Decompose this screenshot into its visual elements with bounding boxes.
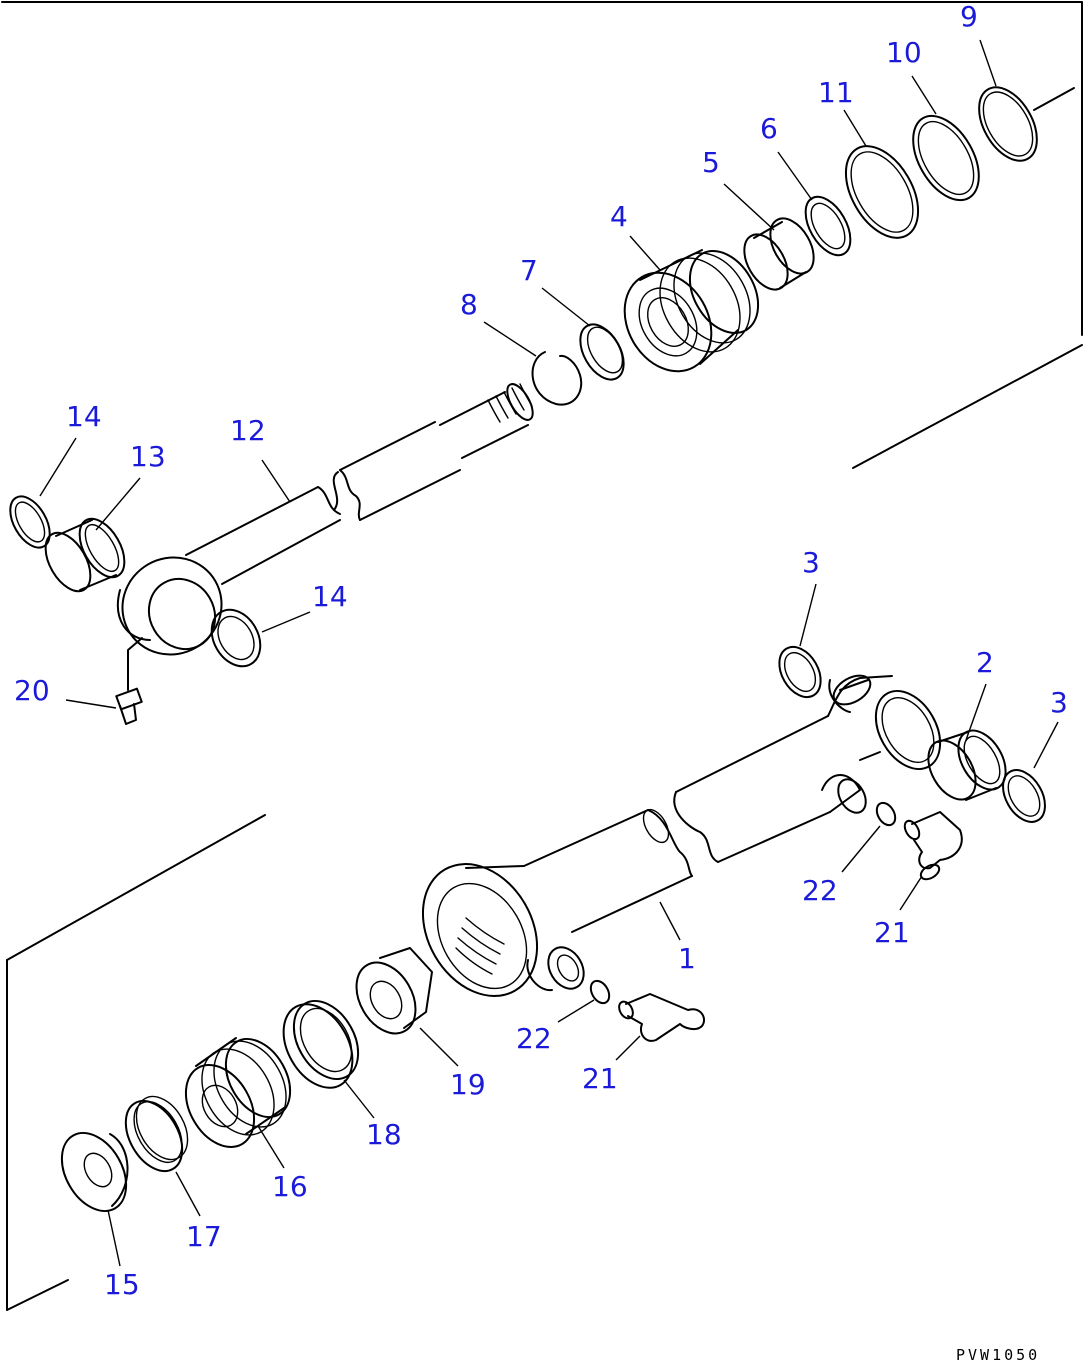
part-22-oring-upper — [875, 801, 897, 827]
callout-11: 11 — [818, 76, 854, 109]
callout-21-lower: 21 — [582, 1062, 618, 1095]
part-8-snap-ring — [531, 351, 583, 406]
part-11-ring — [844, 145, 920, 239]
callout-3-upper: 3 — [802, 546, 820, 579]
part-2-bushing — [927, 729, 1007, 801]
callout-8: 8 — [460, 288, 478, 321]
part-21-elbow-lower — [618, 993, 706, 1042]
part-4-piston — [623, 249, 760, 373]
part-14-seal-lower — [210, 608, 262, 668]
frame-lines — [1, 1, 1083, 1311]
callout-12: 12 — [230, 414, 266, 447]
callout-3-lower: 3 — [1050, 686, 1068, 719]
callout-2: 2 — [976, 646, 994, 679]
callout-9: 9 — [960, 0, 978, 33]
part-1-cylinder-tube — [421, 674, 942, 997]
part-6-ring — [804, 195, 852, 257]
callout-14-upper: 14 — [66, 400, 102, 433]
part-13-bushing — [44, 517, 126, 593]
part-9-ring — [978, 86, 1075, 162]
part-7-ring — [579, 323, 625, 381]
callout-labels: 9 10 11 6 5 4 7 8 14 13 12 14 20 3 2 3 2… — [14, 0, 1068, 1301]
callout-5: 5 — [702, 146, 720, 179]
part-18-ring — [282, 1000, 360, 1089]
part-16-gland — [184, 1037, 292, 1148]
part-10-ring — [912, 114, 980, 202]
part-14-seal-upper — [9, 495, 51, 549]
callout-22-upper: 22 — [802, 874, 838, 907]
callout-18: 18 — [366, 1118, 402, 1151]
callout-15: 15 — [104, 1268, 140, 1301]
callout-10: 10 — [886, 36, 922, 69]
leader-lines — [39, 39, 1059, 1267]
part-20-grease-fitting — [115, 637, 143, 725]
callout-19: 19 — [450, 1068, 486, 1101]
callout-16: 16 — [272, 1170, 308, 1203]
callout-14-lower: 14 — [312, 580, 348, 613]
callout-17: 17 — [186, 1220, 222, 1253]
callout-13: 13 — [130, 440, 166, 473]
part-12-piston-rod — [117, 383, 534, 656]
part-21-elbow-upper — [903, 811, 963, 881]
part-3-seal-upper — [778, 645, 822, 699]
part-15-washer — [60, 1132, 129, 1212]
callout-22-lower: 22 — [516, 1022, 552, 1055]
callout-6: 6 — [760, 112, 778, 145]
callout-7: 7 — [520, 254, 538, 287]
part-22-oring-lower — [589, 979, 611, 1005]
part-3-seal-lower — [1002, 769, 1046, 823]
callout-20: 20 — [14, 674, 50, 707]
drawing-code: PVW1050 — [956, 1346, 1040, 1364]
callout-1: 1 — [678, 942, 696, 975]
callout-4: 4 — [610, 200, 628, 233]
callout-21-upper: 21 — [874, 916, 910, 949]
part-19-nut — [355, 947, 433, 1035]
part-17-seal — [124, 1095, 189, 1173]
part-5-bushing — [743, 217, 815, 291]
